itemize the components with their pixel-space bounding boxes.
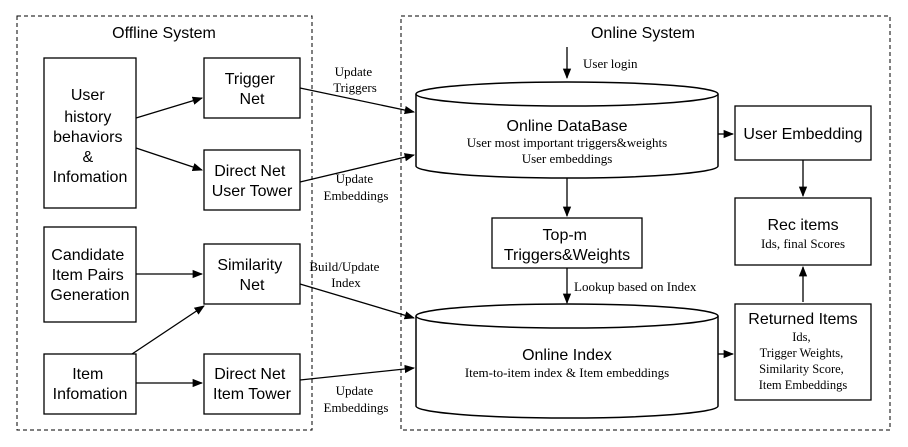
user-embedding-box: User Embedding <box>734 105 872 161</box>
rec-items-subtitle: Ids, final Scores <box>761 236 845 251</box>
trigger-net-box: Trigger Net <box>203 57 301 119</box>
svg-text:Top-m Triggers&Weights: Top-m Triggers&Weights <box>504 227 630 264</box>
offline-system-panel <box>16 15 313 431</box>
similarity-net-box: Similarity Net <box>203 243 301 305</box>
returned-items-details: Ids, Trigger Weights, Similarity Score, … <box>759 330 848 392</box>
returned-items-title: Returned Items <box>748 311 857 328</box>
online-database-cylinder: Online DataBase User most important trig… <box>415 81 719 179</box>
label-update-embeddings-item: Update Embeddings <box>324 383 389 415</box>
svg-text:Item Infomation: Item Infomation <box>53 366 128 403</box>
offline-system-title: Offline System <box>112 25 216 42</box>
arrow-user-tower-to-database <box>299 153 416 183</box>
label-user-login: User login <box>583 56 638 71</box>
online-database-title: Online DataBase <box>507 118 628 135</box>
online-index-subtitle: Item-to-item index & Item embeddings <box>465 365 669 380</box>
topm-triggers-box: Top-m Triggers&Weights <box>491 217 643 269</box>
label-update-embeddings-user: Update Embeddings <box>324 171 389 203</box>
online-system-panel <box>400 15 891 431</box>
svg-text:Trigger Net: Trigger Net <box>225 71 280 108</box>
svg-text:Candidate Item Pairs: Candidate Item Pairs Generation <box>50 247 129 304</box>
rec-items-box: Rec items Ids, final Scores <box>734 197 872 266</box>
candidate-item-pairs-box: Candidate Item Pairs Generation <box>43 226 137 323</box>
svg-text:User Embedding: User Embedding <box>743 126 862 143</box>
direct-net-item-tower-box: Direct Net Item Tower <box>203 353 301 415</box>
online-index-title: Online Index <box>522 347 612 364</box>
arrow-similarity-to-index <box>299 283 415 320</box>
svg-text:Direct Net Item Tower: Direct Net Item Tower <box>213 366 292 403</box>
arrow-item-tower-to-index <box>299 364 416 381</box>
svg-text:User history behav: User history behaviors & Infomation <box>53 87 128 186</box>
label-lookup-based-on-index: Lookup based on Index <box>574 279 697 294</box>
arrow-item-info-to-similarity <box>131 305 205 355</box>
rec-items-title: Rec items <box>767 217 838 234</box>
label-build-update-index: Build/Update Index <box>309 259 382 290</box>
arrow-history-to-user-tower <box>135 147 203 171</box>
label-update-triggers: Update Triggers <box>333 64 377 95</box>
arrow-trigger-to-database <box>299 87 416 115</box>
returned-items-box: Returned Items Ids, Trigger Weights, Sim… <box>734 303 872 401</box>
direct-net-user-tower-box: Direct Net User Tower <box>203 149 301 211</box>
online-system-title: Online System <box>591 25 695 42</box>
svg-text:Similarity Net: Similarity Net <box>217 257 286 294</box>
user-history-box: User history behaviors & Infomation <box>43 57 137 209</box>
item-infomation-box: Item Infomation <box>43 353 137 415</box>
online-database-line-1: User most important triggers&weights <box>467 135 667 150</box>
arrow-history-to-trigger <box>135 96 203 119</box>
online-database-line-2: User embeddings <box>522 151 613 166</box>
online-index-cylinder: Online Index Item-to-item index & Item e… <box>415 303 719 419</box>
svg-text:Direct Net User Tower: Direct Net User Tower <box>212 163 293 200</box>
